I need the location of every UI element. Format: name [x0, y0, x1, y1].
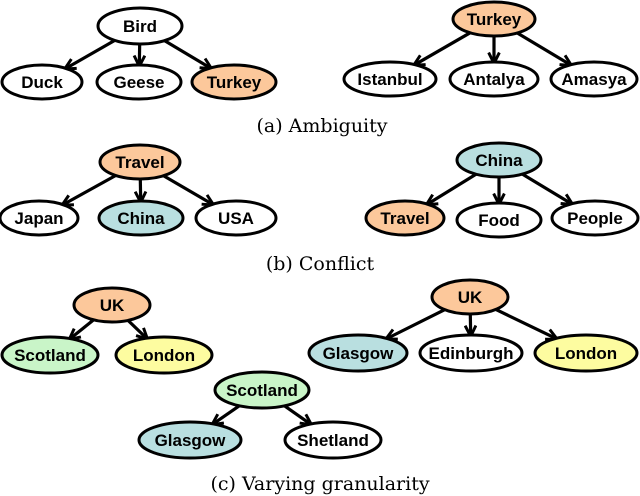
edge-arrow-uk-to-scotland [70, 318, 95, 339]
node-label: China [475, 151, 523, 170]
caption-conflict: (b) Conflict [266, 253, 375, 275]
edge-arrow-turkey-to-istanbul [415, 31, 471, 65]
node-label: USA [218, 209, 254, 228]
edge-arrow-scotland-to-glasgow [213, 404, 241, 424]
node-label: China [117, 209, 165, 228]
node-label: Turkey [207, 73, 262, 92]
node-ellipse [430, 278, 510, 316]
node-ellipse [190, 63, 278, 101]
node-label: Shetland [297, 431, 369, 450]
edge-arrow-bird-to-turkey [163, 39, 211, 68]
edge-arrow-china-to-people [521, 172, 571, 204]
node-label: Travel [115, 153, 164, 172]
node-duck: Duck [0, 63, 84, 101]
node-label: Amasya [561, 70, 627, 89]
node-label: Edinburgh [429, 344, 514, 363]
node-scotland: Scotland [0, 335, 100, 375]
node-china: China [455, 141, 543, 179]
edge-arrow-uk-to-glasgow [387, 308, 446, 339]
node-label: Turkey [467, 10, 522, 29]
node-uk: UK [72, 286, 152, 324]
node-ellipse [72, 286, 152, 324]
node-ellipse [455, 141, 543, 179]
node-ellipse [451, 0, 537, 38]
node-ellipse [114, 335, 214, 375]
edge-arrow-uk-to-london [495, 308, 556, 338]
node-label: UK [458, 288, 483, 307]
node-ellipse [342, 60, 438, 98]
node-ellipse [98, 143, 182, 181]
node-china: China [97, 199, 185, 237]
caption-varying-granularity: (c) Varying granularity [210, 473, 429, 495]
edge-arrow-china-to-travel [428, 172, 477, 204]
edges-layer [63, 31, 571, 424]
node-amasya: Amasya [549, 60, 639, 98]
node-ellipse [533, 333, 639, 373]
node-glasgow: Glasgow [307, 333, 409, 373]
edge-arrow-travel-to-japan [63, 174, 117, 204]
node-scotland: Scotland [213, 370, 311, 410]
node-london: London [114, 335, 214, 375]
node-label: UK [100, 296, 125, 315]
node-label: Glasgow [323, 344, 395, 363]
node-travel: Travel [98, 143, 182, 181]
node-usa: USA [194, 199, 278, 237]
node-food: Food [455, 201, 543, 239]
node-turkey: Turkey [451, 0, 537, 38]
node-turkey: Turkey [190, 63, 278, 101]
edge-arrow-bird-to-duck [66, 39, 116, 68]
node-japan: Japan [0, 199, 80, 237]
node-label: Istanbul [357, 70, 422, 89]
node-ellipse [194, 199, 278, 237]
node-ellipse [448, 60, 540, 98]
node-istanbul: Istanbul [342, 60, 438, 98]
node-ellipse [0, 63, 84, 101]
node-label: Japan [14, 209, 63, 228]
edge-arrow-scotland-to-shetland [283, 404, 310, 424]
node-ellipse [213, 370, 311, 410]
node-glasgow: Glasgow [137, 420, 243, 460]
node-geese: Geese [95, 63, 183, 101]
node-label: Food [478, 211, 520, 230]
node-ellipse [0, 335, 100, 375]
node-label: Scotland [14, 346, 86, 365]
node-ellipse [137, 420, 243, 460]
node-london: London [533, 333, 639, 373]
node-travel: Travel [364, 199, 446, 237]
node-ellipse [97, 199, 185, 237]
node-ellipse [455, 201, 543, 239]
node-edinburgh: Edinburgh [418, 333, 524, 373]
edge-arrow-travel-to-usa [162, 174, 213, 205]
node-label: Antalya [463, 70, 525, 89]
node-label: Duck [21, 73, 63, 92]
edge-arrow-turkey-to-amasya [516, 31, 570, 65]
node-bird: Bird [96, 6, 184, 46]
node-ellipse [95, 63, 183, 101]
node-antalya: Antalya [448, 60, 540, 98]
node-uk: UK [430, 278, 510, 316]
node-ellipse [418, 333, 524, 373]
node-shetland: Shetland [283, 420, 383, 460]
caption-ambiguity: (a) Ambiguity [256, 115, 387, 137]
node-label: Bird [123, 17, 157, 36]
edge-arrow-uk-to-london [126, 319, 147, 338]
node-people: People [550, 199, 640, 237]
node-ellipse [283, 420, 383, 460]
node-label: Glasgow [155, 431, 227, 450]
node-label: London [555, 344, 617, 363]
node-label: London [133, 346, 195, 365]
node-label: People [567, 209, 623, 228]
node-ellipse [0, 199, 80, 237]
node-label: Travel [380, 209, 429, 228]
node-label: Geese [113, 73, 164, 92]
node-ellipse [96, 6, 184, 46]
node-ellipse [549, 60, 639, 98]
node-label: Scotland [226, 381, 298, 400]
node-ellipse [550, 199, 640, 237]
node-ellipse [364, 199, 446, 237]
node-ellipse [307, 333, 409, 373]
